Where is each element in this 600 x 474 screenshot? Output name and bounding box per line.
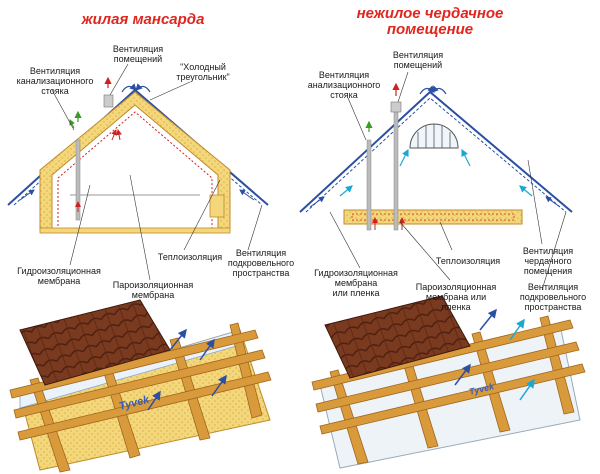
right-roof-cutaway: Tyvek (311, 295, 586, 469)
left-label-waterproof-1: Гидроизоляционная (17, 266, 101, 276)
right-label-waterproof-2: мембрана (334, 278, 378, 288)
left-roof-section (7, 63, 269, 281)
left-label-vent-room-2: помещений (113, 54, 163, 64)
left-label-insulation: Теплоизоляция (157, 252, 223, 262)
right-label-vent-under-2: подкровельного (519, 292, 587, 302)
left-label-vent-under-1: Вентиляция (235, 248, 287, 258)
left-label-cold-triangle-1: "Холодный (180, 62, 226, 72)
left-label-vent-riser-2: канализационного (16, 76, 94, 86)
right-label-insulation: Теплоизоляция (435, 256, 501, 266)
right-label-vent-riser-1: Вентиляция (318, 70, 370, 80)
left-label-cold-triangle-2: треугольник" (176, 72, 230, 82)
right-label-vent-riser-3: стояка (330, 90, 358, 100)
right-label-vapor-1: Пароизоляционная (415, 282, 497, 292)
right-label-vapor-3: пленка (441, 302, 471, 312)
right-label-vent-under-1: Вентиляция (527, 282, 579, 292)
right-label-vent-under-3: пространства (524, 302, 582, 312)
right-title-line2: помещение (386, 21, 474, 38)
right-label-vent-riser-2: анализационного (307, 80, 381, 90)
left-title: жилая мансарда (81, 11, 205, 28)
right-label-waterproof-3: или пленка (332, 288, 380, 298)
left-label-waterproof-2: мембрана (37, 276, 81, 286)
right-label-vent-attic-2: чердачного (524, 256, 572, 266)
right-label-waterproof-1: Гидроизоляционная (314, 268, 398, 278)
left-roof-cutaway: Tyvek (9, 299, 272, 473)
left-label-vapor-2: мембрана (131, 290, 175, 300)
right-title-line1: нежилое чердачное (356, 5, 504, 22)
left-label-vent-under-3: пространства (232, 268, 290, 278)
right-roof-section (299, 71, 573, 291)
left-label-vent-riser-3: стояка (41, 86, 69, 96)
left-label-vent-under-2: подкровельного (227, 258, 295, 268)
right-label-vent-attic-1: Вентиляция (522, 246, 574, 256)
right-label-vent-room-1: Вентиляция (392, 50, 444, 60)
left-label-vent-room-1: Вентиляция (112, 44, 164, 54)
right-label-vent-room-2: помещений (393, 60, 443, 70)
left-label-vapor-1: Пароизоляционная (112, 280, 194, 290)
right-label-vent-attic-3: помещения (523, 266, 573, 276)
right-label-vapor-2: мембрана или (425, 292, 487, 302)
left-label-vent-riser-1: Вентиляция (29, 66, 81, 76)
